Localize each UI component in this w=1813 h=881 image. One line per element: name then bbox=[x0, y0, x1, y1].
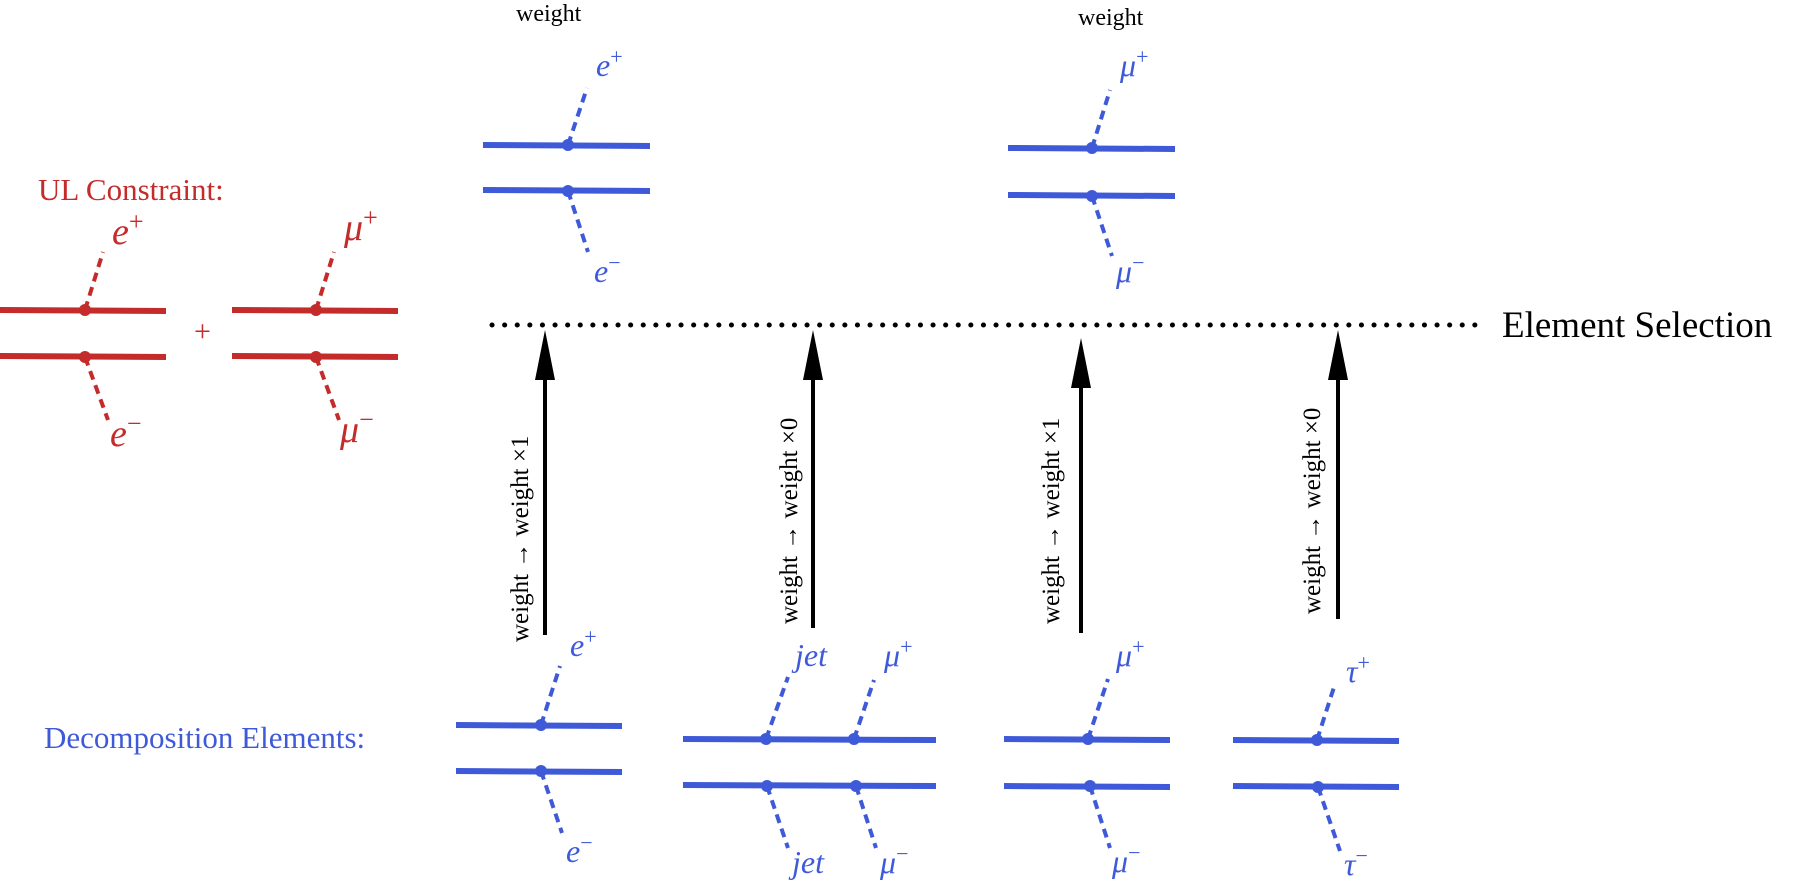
bottom-particle-label: μ− bbox=[339, 405, 374, 451]
upper-dashed-leg bbox=[314, 251, 336, 311]
lower-dashed-leg bbox=[314, 356, 341, 421]
upper-dashed-leg bbox=[83, 251, 105, 311]
arrow-head bbox=[1071, 338, 1091, 388]
top-particle-label: μ+ bbox=[343, 203, 378, 249]
lower-vertex bbox=[535, 765, 547, 777]
top-particle-label: e+ bbox=[570, 624, 597, 663]
bottom-muon-label: μ− bbox=[879, 841, 908, 880]
top-jet-label: jet bbox=[791, 637, 828, 673]
top-particle-label: μ+ bbox=[1119, 44, 1148, 83]
bottom-particle-label: e− bbox=[566, 830, 593, 869]
upper-vertex bbox=[79, 304, 91, 316]
bottom-particle-label: μ− bbox=[1115, 250, 1144, 289]
upper-vertex-mu bbox=[848, 733, 860, 745]
ul-constraint-label: UL Constraint: bbox=[38, 172, 224, 207]
decomposition-element-ee: e+ e− bbox=[455, 624, 623, 869]
arrow-3: weight → weight ×1 bbox=[1038, 338, 1091, 633]
lower-dashed-leg bbox=[539, 770, 564, 834]
bottom-particle-label: μ− bbox=[1111, 840, 1140, 879]
bottom-particle-label: τ− bbox=[1344, 843, 1368, 881]
arrow-weight-label: weight → weight ×1 bbox=[1038, 418, 1065, 624]
upper-vertex bbox=[1086, 142, 1098, 154]
ul-constraint-diagram-mumu: μ+ μ− bbox=[231, 203, 399, 451]
ul-constraint-group: UL Constraint: e+ e− + μ+ μ− bbox=[0, 172, 399, 455]
element-selection-label: Element Selection bbox=[1502, 305, 1772, 346]
ul-constraint-diagram-ee: e+ e− bbox=[0, 207, 167, 455]
upper-dashed-leg bbox=[566, 87, 589, 146]
lower-vertex bbox=[1312, 781, 1324, 793]
lower-dashed-leg bbox=[1316, 786, 1342, 852]
upper-dashed-leg-mu bbox=[852, 679, 876, 740]
lower-vertex bbox=[310, 351, 322, 363]
weight-label: weight bbox=[516, 1, 582, 27]
lower-dashed-leg bbox=[1088, 785, 1112, 849]
upper-dashed-leg bbox=[1086, 678, 1110, 740]
lower-dashed-leg-mu bbox=[854, 785, 878, 849]
arrow-head bbox=[1328, 330, 1348, 380]
selected-element-mumu: weight μ+ μ− bbox=[1007, 5, 1176, 289]
arrow-weight-label: weight → weight ×0 bbox=[1299, 408, 1326, 614]
arrow-head bbox=[535, 330, 555, 380]
top-particle-label: e+ bbox=[596, 44, 623, 83]
upper-vertex-jet bbox=[760, 733, 772, 745]
lower-vertex-mu bbox=[850, 780, 862, 792]
upper-dashed-leg bbox=[1315, 683, 1337, 741]
lower-dashed-leg bbox=[83, 356, 110, 421]
lower-vertex bbox=[1084, 780, 1096, 792]
bottom-particle-label: e− bbox=[594, 250, 621, 289]
lower-vertex bbox=[1086, 190, 1098, 202]
arrow-head bbox=[803, 330, 823, 380]
arrow-weight-label: weight → weight ×1 bbox=[507, 436, 534, 642]
decomposition-element-tautau: τ+ τ− bbox=[1232, 650, 1400, 881]
bottom-jet-label: jet bbox=[788, 844, 825, 880]
decomposition-element-jet-mu: jet μ+ jet μ− bbox=[682, 634, 937, 880]
arrow-4: weight → weight ×0 bbox=[1299, 330, 1348, 619]
bottom-particle-label: e− bbox=[110, 409, 142, 455]
decomposition-elements-label: Decomposition Elements: bbox=[44, 720, 365, 755]
upper-dashed-leg bbox=[1090, 89, 1112, 149]
arrow-1: weight → weight ×1 bbox=[507, 330, 555, 642]
weight-label: weight bbox=[1078, 5, 1144, 31]
upper-vertex bbox=[310, 304, 322, 316]
lower-vertex bbox=[79, 351, 91, 363]
decomposition-element-mumu: μ+ μ− bbox=[1003, 634, 1171, 879]
arrow-2: weight → weight ×0 bbox=[776, 330, 823, 628]
top-particle-label: μ+ bbox=[1115, 634, 1144, 673]
top-particle-label: τ+ bbox=[1346, 650, 1370, 689]
lower-vertex-jet bbox=[761, 780, 773, 792]
upper-vertex bbox=[562, 139, 574, 151]
arrow-weight-label: weight → weight ×0 bbox=[776, 418, 803, 624]
lower-branch-line bbox=[682, 782, 937, 789]
lower-vertex bbox=[562, 185, 574, 197]
lower-dashed-leg bbox=[566, 190, 590, 253]
top-particle-label: e+ bbox=[112, 207, 144, 253]
upper-dashed-leg-jet bbox=[764, 676, 790, 740]
upper-branch-line bbox=[682, 736, 937, 743]
selected-element-ee: weight e+ e− bbox=[482, 1, 651, 289]
lower-dashed-leg-jet bbox=[765, 785, 790, 849]
upper-vertex bbox=[1311, 734, 1323, 746]
plus-sign: + bbox=[194, 315, 211, 348]
top-muon-label: μ+ bbox=[883, 634, 912, 673]
upper-vertex bbox=[535, 719, 547, 731]
upper-vertex bbox=[1082, 733, 1094, 745]
lower-dashed-leg bbox=[1090, 195, 1114, 257]
upper-dashed-leg bbox=[539, 665, 562, 726]
